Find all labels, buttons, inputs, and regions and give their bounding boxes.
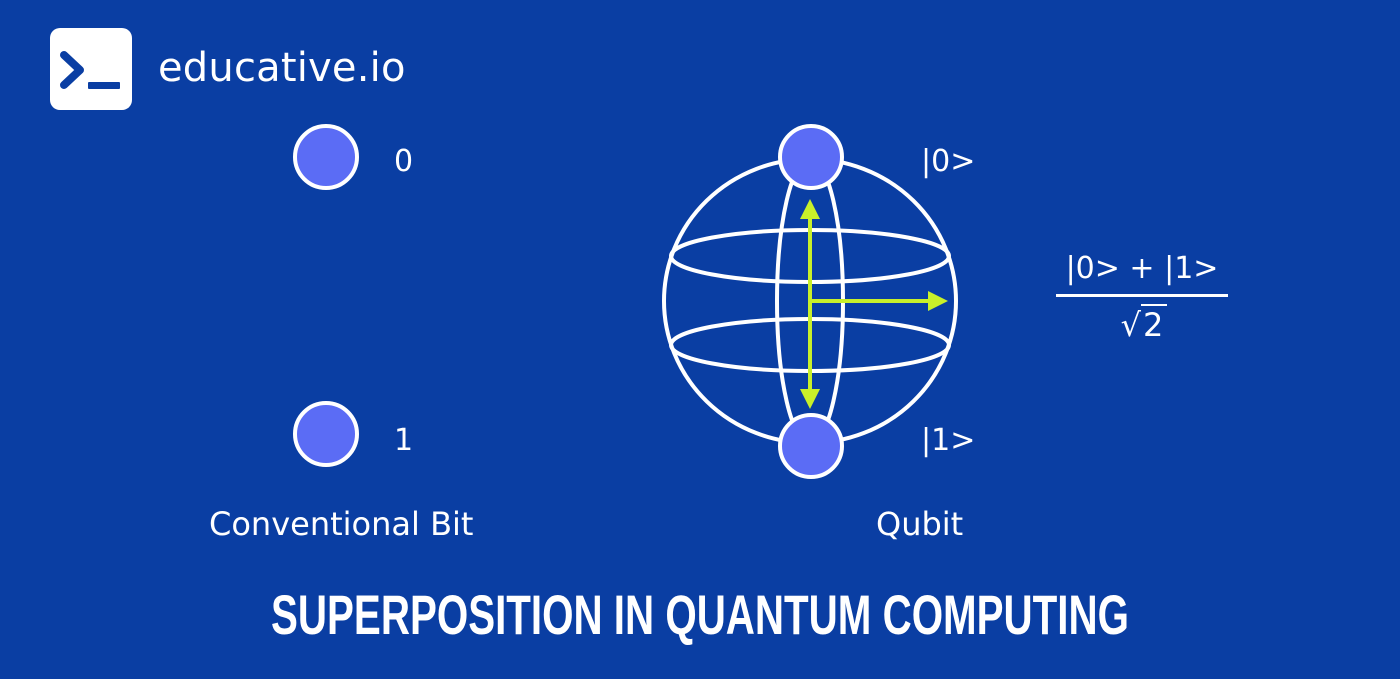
formula-radicand: 2 [1141, 304, 1168, 344]
formula-numerator: |0> + |1> [1065, 251, 1219, 286]
formula-fraction-bar [1056, 294, 1228, 297]
qubit-caption: Qubit [876, 505, 964, 543]
qubit-label-one: |1> [921, 423, 976, 458]
qubit-axes [800, 199, 948, 409]
bit-node-zero [293, 124, 359, 190]
terminal-prompt-icon [60, 51, 120, 89]
brand-name: educative.io [158, 45, 406, 91]
brand-logo [50, 28, 132, 110]
conventional-bit-caption: Conventional Bit [209, 505, 474, 543]
page-title: SUPERPOSITION IN QUANTUM COMPUTING [271, 583, 1129, 646]
formula-denominator: √2 [1117, 304, 1168, 345]
bit-label-zero: 0 [394, 144, 414, 179]
qubit-node-zero [778, 124, 844, 190]
bit-label-one: 1 [394, 423, 414, 458]
bit-node-one [293, 401, 359, 467]
superposition-formula: |0> + |1> √2 [1056, 250, 1228, 345]
square-root-symbol: √ [1120, 306, 1142, 344]
qubit-label-zero: |0> [921, 144, 976, 179]
qubit-node-one [778, 413, 844, 479]
